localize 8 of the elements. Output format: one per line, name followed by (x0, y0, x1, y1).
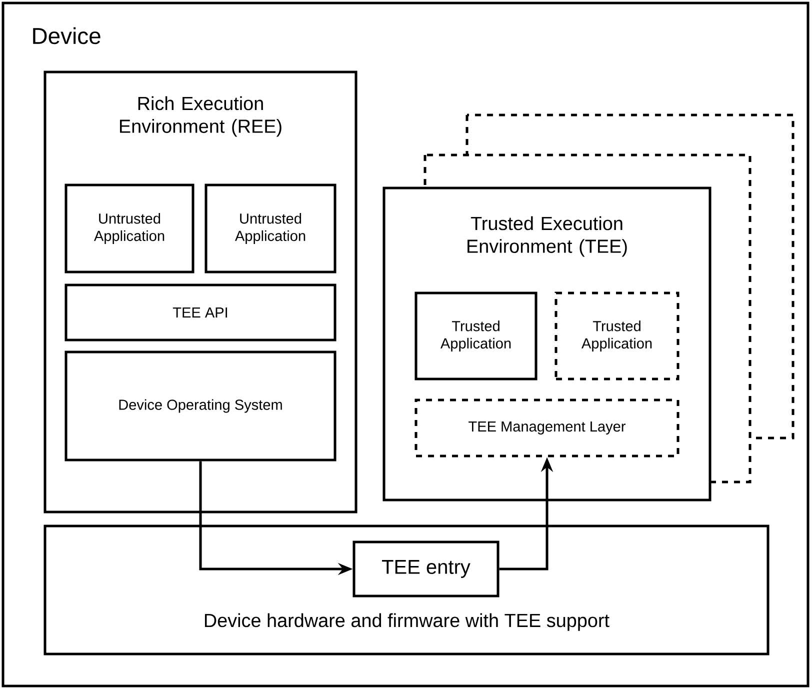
application-box: Trusted Application (554, 292, 680, 380)
layer-box: TEE API (64, 284, 336, 342)
layer-box: TEE Management Layer (414, 398, 680, 458)
layer-box: Device Operating System (64, 350, 336, 462)
application-box: Untrusted Application (64, 184, 194, 274)
application-box: Trusted Application (414, 292, 538, 380)
entry-box: TEE entry (352, 540, 500, 598)
application-box: Untrusted Application (204, 184, 336, 274)
